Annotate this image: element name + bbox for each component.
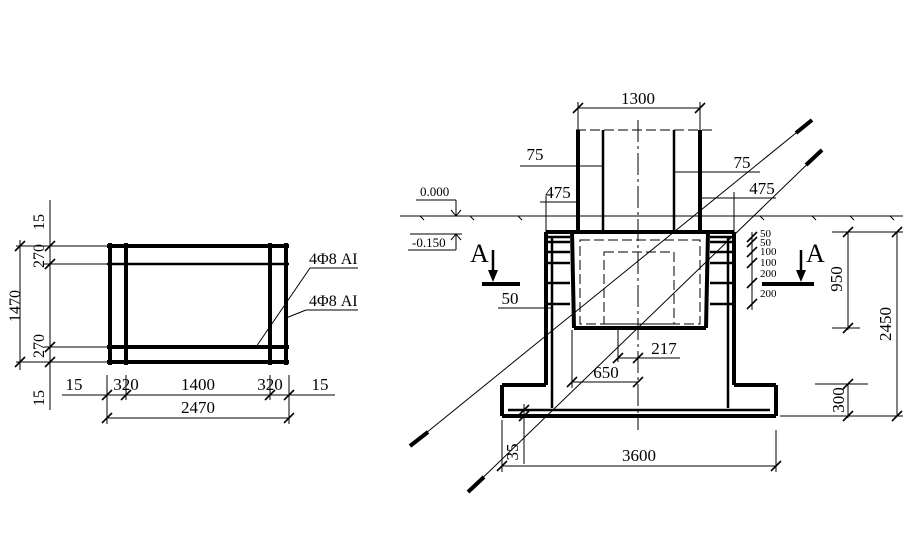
dim-left-320: 320 (113, 375, 139, 394)
dim-35: 35 (503, 444, 522, 461)
plan-view: 4Φ8 AI 4Φ8 AI 15 270 1470 270 15 15 (7, 200, 358, 424)
socket-inner-right (704, 231, 710, 329)
elevation-minus-0150: -0.150 (412, 235, 446, 250)
leader-line-1 (255, 267, 311, 348)
section-mark-right: A (806, 239, 825, 268)
dim-300: 300 (829, 387, 848, 413)
rebar-label-1: 4Φ8 AI (309, 251, 358, 268)
elevation-0000: 0.000 (420, 184, 449, 199)
dim-75-left: 75 (527, 145, 544, 164)
dim-1300: 1300 (621, 89, 655, 108)
rebar-label-2: 4Φ8 AI (309, 293, 358, 310)
section-mark-left: A (470, 239, 489, 268)
spacing-100-b: 100 (760, 257, 777, 269)
dim-2450: 2450 (876, 307, 895, 341)
hidden-column-core (603, 251, 675, 325)
dim-top-270: 270 (31, 244, 48, 268)
stirrups-left (548, 235, 570, 306)
dim-middle-1400: 1400 (181, 375, 215, 394)
dim-75-right: 75 (734, 153, 751, 172)
dim-left-15: 15 (66, 375, 83, 394)
dim-total-1470: 1470 (7, 290, 24, 322)
dim-overall-2470: 2470 (181, 398, 215, 417)
spacing-50-a: 50 (760, 228, 772, 240)
dim-top-15: 15 (31, 214, 48, 230)
dim-950: 950 (827, 266, 846, 292)
dim-217: 217 (651, 339, 677, 358)
dim-650: 650 (593, 363, 619, 382)
stirrups-right (710, 235, 732, 306)
spacing-50-b: 50 (760, 237, 772, 249)
spacing-200-a: 200 (760, 268, 777, 280)
diagonal-line-1 (409, 119, 813, 447)
hidden-column-outline (579, 239, 701, 325)
dim-3600: 3600 (622, 446, 656, 465)
spacing-200-b: 200 (760, 288, 777, 300)
dim-bottom-15: 15 (31, 390, 48, 406)
section-view: 1300 75 75 475 475 0.000 -0.150 A A (400, 89, 903, 494)
dim-right-15: 15 (312, 375, 329, 394)
dim-bottom-270: 270 (31, 334, 48, 358)
diagonal-line-2 (467, 149, 823, 493)
dim-475-left: 475 (545, 183, 571, 202)
leader-line-2 (285, 309, 307, 319)
ground-hatch (419, 215, 895, 221)
spacing-100-a: 100 (760, 246, 777, 258)
dim-right-320: 320 (257, 375, 283, 394)
dim-50-cover: 50 (502, 289, 519, 308)
dim-475-right: 475 (749, 179, 775, 198)
socket-inner-left (570, 231, 576, 329)
